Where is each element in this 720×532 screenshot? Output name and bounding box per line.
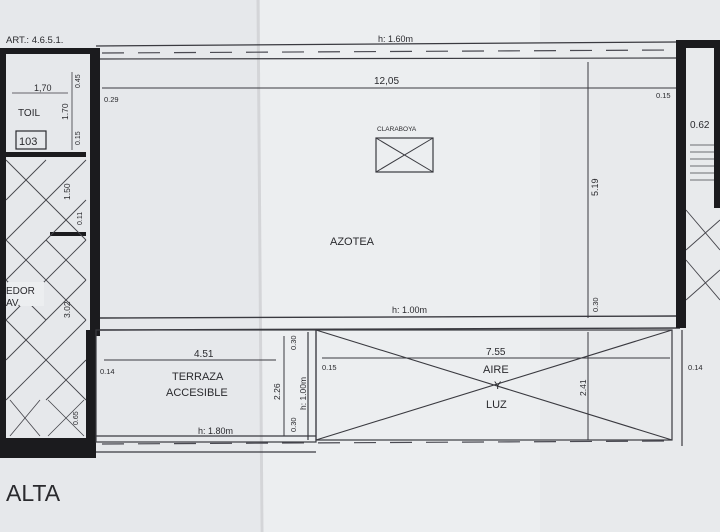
dim-0-29: 0.29 — [104, 95, 119, 104]
left-wall-lower — [86, 330, 96, 458]
parapet-dash-top — [101, 49, 673, 54]
dim-5-19: 5.19 — [590, 178, 600, 196]
room-number-box — [15, 130, 47, 150]
room-number: 103 — [19, 136, 37, 148]
right-wall-main — [676, 40, 686, 328]
aire-label-2: Y — [494, 380, 502, 392]
article-ref: ART.: 4.6.5.1. — [6, 35, 63, 46]
bottom-dash-line — [101, 440, 677, 445]
terraza-label-2: ACCESIBLE — [166, 387, 228, 399]
dim-0-65: 0.65 — [73, 411, 80, 425]
left-wall-outer — [0, 48, 6, 458]
dim-0-30-b: 0.30 — [289, 335, 298, 350]
dim-0-11: 0.11 — [77, 212, 84, 225]
dim-toil-width: 1,70 — [34, 83, 52, 93]
right-wall-outer — [714, 48, 720, 208]
dim-1-50: 1.50 — [62, 183, 72, 200]
azotea-label: AZOTEA — [330, 236, 375, 248]
height-bottom-label: h: 1.80m — [198, 426, 233, 436]
dim-4-51: 4.51 — [194, 349, 214, 360]
dim-0-45: 0.45 — [75, 74, 82, 88]
dim-12-05: 12,05 — [374, 76, 399, 87]
height-mid-label: h: 1.00m — [392, 305, 427, 315]
comedor-fragment-2: AV. — [6, 298, 20, 309]
plan-title: ALTA — [6, 480, 61, 506]
dim-0-14-left: 0.14 — [100, 367, 115, 376]
comedor-label-bg — [8, 282, 44, 306]
left-wall-bottom — [0, 438, 96, 458]
height-top-label: h: 1.60m — [378, 34, 413, 44]
right-hatch — [685, 209, 720, 301]
dim-7-55: 7.55 — [486, 347, 506, 358]
claraboya-label: CLARABOYA — [377, 126, 417, 133]
dim-0-30-c: 0.30 — [289, 417, 298, 432]
left-wall-main — [90, 48, 100, 336]
dim-2-41: 2.41 — [578, 379, 588, 396]
dim-0-15-aire: 0.15 — [322, 363, 337, 372]
comedor-fragment: EDOR — [6, 286, 35, 297]
aire-luz-cross-2 — [315, 329, 673, 441]
aire-luz-outline — [315, 329, 673, 441]
aire-label-3: LUZ — [486, 399, 507, 411]
aire-label-1: AIRE — [483, 364, 509, 376]
dim-0-62: 0.62 — [690, 120, 710, 131]
parapet-inner-line — [95, 57, 677, 60]
toil-label: TOIL — [18, 108, 40, 119]
paper-shade-right — [540, 0, 720, 532]
left-hatch — [5, 159, 87, 401]
mid-parapet-line — [99, 315, 681, 319]
left-wall-top — [0, 48, 98, 54]
parapet-top-line — [95, 41, 677, 47]
dim-0-15: 0.15 — [75, 131, 82, 145]
dim-0-15-top: 0.15 — [656, 91, 671, 100]
dim-2-26: 2.26 — [272, 383, 282, 400]
left-bottom-hatch — [9, 399, 85, 437]
dim-0-30-a: 0.30 — [591, 297, 600, 312]
dim-0-14-right: 0.14 — [688, 363, 703, 372]
right-stair-steps — [690, 144, 714, 181]
stair-wall — [50, 232, 86, 236]
height-vertical-label: h: 1.00m — [298, 377, 308, 410]
toil-wall-bottom — [6, 152, 86, 157]
dim-toil-height: 1.70 — [60, 103, 70, 120]
right-wall-top — [676, 40, 720, 48]
claraboya-symbol — [375, 137, 434, 173]
dim-3-02: 3.02 — [62, 301, 72, 318]
terraza-label-1: TERRAZA — [172, 371, 224, 383]
